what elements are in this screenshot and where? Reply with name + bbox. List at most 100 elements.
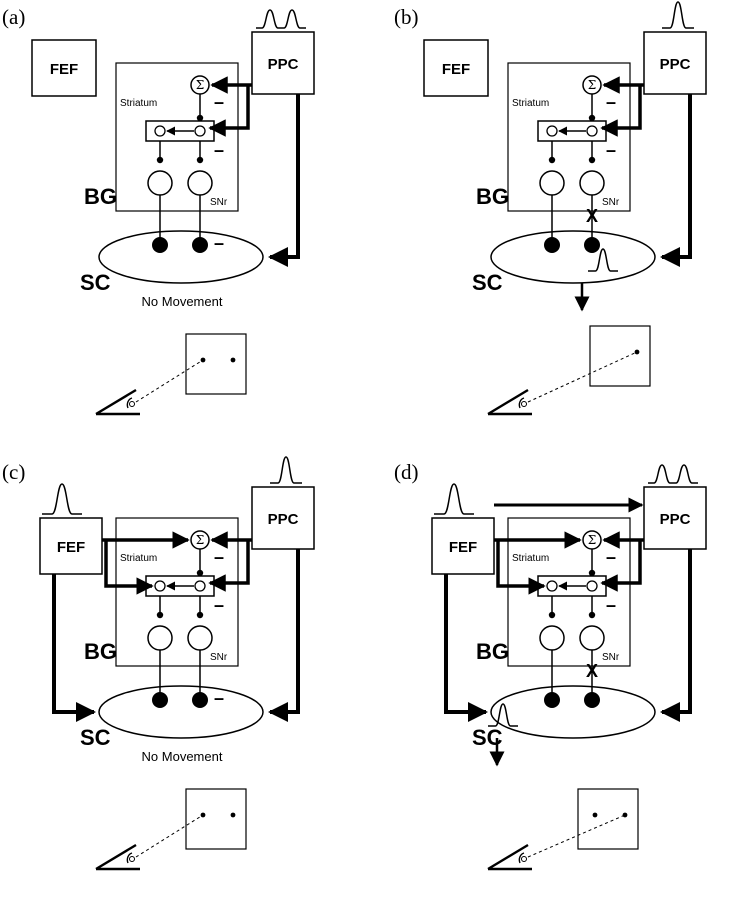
fef-label: FEF — [442, 61, 470, 78]
striatum-label: Striatum — [120, 553, 157, 564]
snr-neuron-left — [539, 625, 565, 651]
sc-neuron-right — [192, 237, 208, 253]
ppc-label: PPC — [660, 56, 691, 73]
bg-label: BG — [476, 184, 509, 209]
ppc-burst-trace — [662, 1, 694, 29]
sc-neuron-right — [192, 692, 208, 708]
sigma-inhibit-dot — [588, 114, 596, 122]
bg-box — [115, 62, 239, 212]
ppc-label: PPC — [268, 511, 299, 528]
fef-to-sc-arrow — [52, 574, 96, 722]
striatum-neuron-right — [194, 580, 206, 592]
snr-inhibit-minus: – — [214, 233, 224, 253]
snr-neuron-left — [147, 170, 173, 196]
snr-neuron-right — [579, 625, 605, 651]
snr-block-mark: X — [586, 661, 598, 681]
visual-field-box — [589, 325, 651, 387]
ppc-to-striatum-arrow — [600, 85, 642, 137]
ppc-burst-trace — [648, 464, 698, 484]
sc-ellipse — [98, 230, 264, 284]
snr-neuron-right — [187, 625, 213, 651]
snr-label: SNr — [210, 197, 228, 208]
eye-lens — [129, 856, 135, 862]
snr-neuron-left — [539, 170, 565, 196]
eye-icon — [487, 843, 532, 871]
fef-to-striatum-arrow — [496, 540, 546, 595]
eye-pupil — [126, 397, 133, 409]
eye-icon — [487, 388, 532, 416]
striatum-neuron-left — [546, 580, 558, 592]
ppc-to-striatum-arrow — [208, 540, 250, 592]
sc-neuron-left — [152, 237, 168, 253]
bg-label: BG — [476, 639, 509, 664]
fef-box — [431, 517, 495, 575]
striatum-snr-dot-left — [548, 156, 556, 164]
bg-box — [507, 517, 631, 667]
ppc-box — [251, 31, 315, 95]
fef-label: FEF — [57, 539, 85, 556]
sigma-symbol: Σ — [196, 78, 204, 92]
fef-box — [39, 517, 103, 575]
sc-ellipse — [490, 230, 656, 284]
ppc-to-sc-arrow — [268, 549, 300, 722]
sc-neuron-right — [584, 237, 600, 253]
no-movement-caption: No Movement — [142, 294, 223, 309]
striatum-neuron-left — [154, 580, 166, 592]
striatum-snr-dot-right — [588, 156, 596, 164]
snr-label: SNr — [602, 652, 620, 663]
ppc-box — [643, 31, 707, 95]
gaze-line — [527, 351, 638, 403]
eye-pupil — [518, 852, 525, 864]
sigma-inhibit-dot — [196, 114, 204, 122]
panel-label: (d) — [394, 460, 419, 484]
striatum-label: Striatum — [512, 553, 549, 564]
snr-label: SNr — [210, 652, 228, 663]
snr-neuron-right — [187, 170, 213, 196]
bg-label: BG — [84, 184, 117, 209]
eye-outline — [487, 843, 532, 871]
striatum-neuron-left — [154, 125, 166, 137]
panel-label: (c) — [2, 460, 25, 484]
eye-pupil — [126, 852, 133, 864]
sigma-inhibit-minus: – — [214, 547, 224, 567]
gaze-line — [135, 359, 204, 403]
sigma-inhibit-minus: – — [606, 547, 616, 567]
striatum-snr-dot-right — [196, 156, 204, 164]
sc-ellipse — [490, 685, 656, 739]
sc-neuron-left — [544, 237, 560, 253]
bg-box — [507, 62, 631, 212]
sigma-inhibit-minus: – — [606, 92, 616, 112]
striatum-label: Striatum — [512, 98, 549, 109]
fef-burst-trace — [434, 483, 474, 515]
eye-icon — [95, 388, 140, 416]
ppc-burst-trace — [270, 456, 302, 484]
snr-block-mark: X — [586, 206, 598, 226]
striatum-neuron-right — [586, 580, 598, 592]
fef-label: FEF — [50, 61, 78, 78]
striatum-snr-dot-left — [156, 611, 164, 619]
panel-label: (b) — [394, 5, 419, 29]
ppc-label: PPC — [660, 511, 691, 528]
striatum-neuron-right — [586, 125, 598, 137]
striatum-inhibit-minus: – — [214, 140, 224, 160]
eye-icon — [95, 843, 140, 871]
sigma-inhibit-dot — [196, 569, 204, 577]
sigma-inhibit-dot — [588, 569, 596, 577]
striatum-snr-dot-left — [156, 156, 164, 164]
striatum-inhibit-minus: – — [214, 595, 224, 615]
striatum-snr-dot-right — [196, 611, 204, 619]
fef-to-striatum-arrow — [104, 540, 154, 595]
sigma-symbol: Σ — [196, 533, 204, 547]
striatum-neuron-right — [194, 125, 206, 137]
bg-box — [115, 517, 239, 667]
sigma-inhibit-minus: – — [214, 92, 224, 112]
fef-to-sc-arrow — [444, 574, 488, 722]
target-dot-right — [622, 812, 628, 818]
sc-burst-trace — [588, 248, 618, 272]
ppc-to-sc-arrow — [660, 94, 692, 267]
striatum-neuron-left — [546, 125, 558, 137]
target-dot-left — [592, 812, 598, 818]
